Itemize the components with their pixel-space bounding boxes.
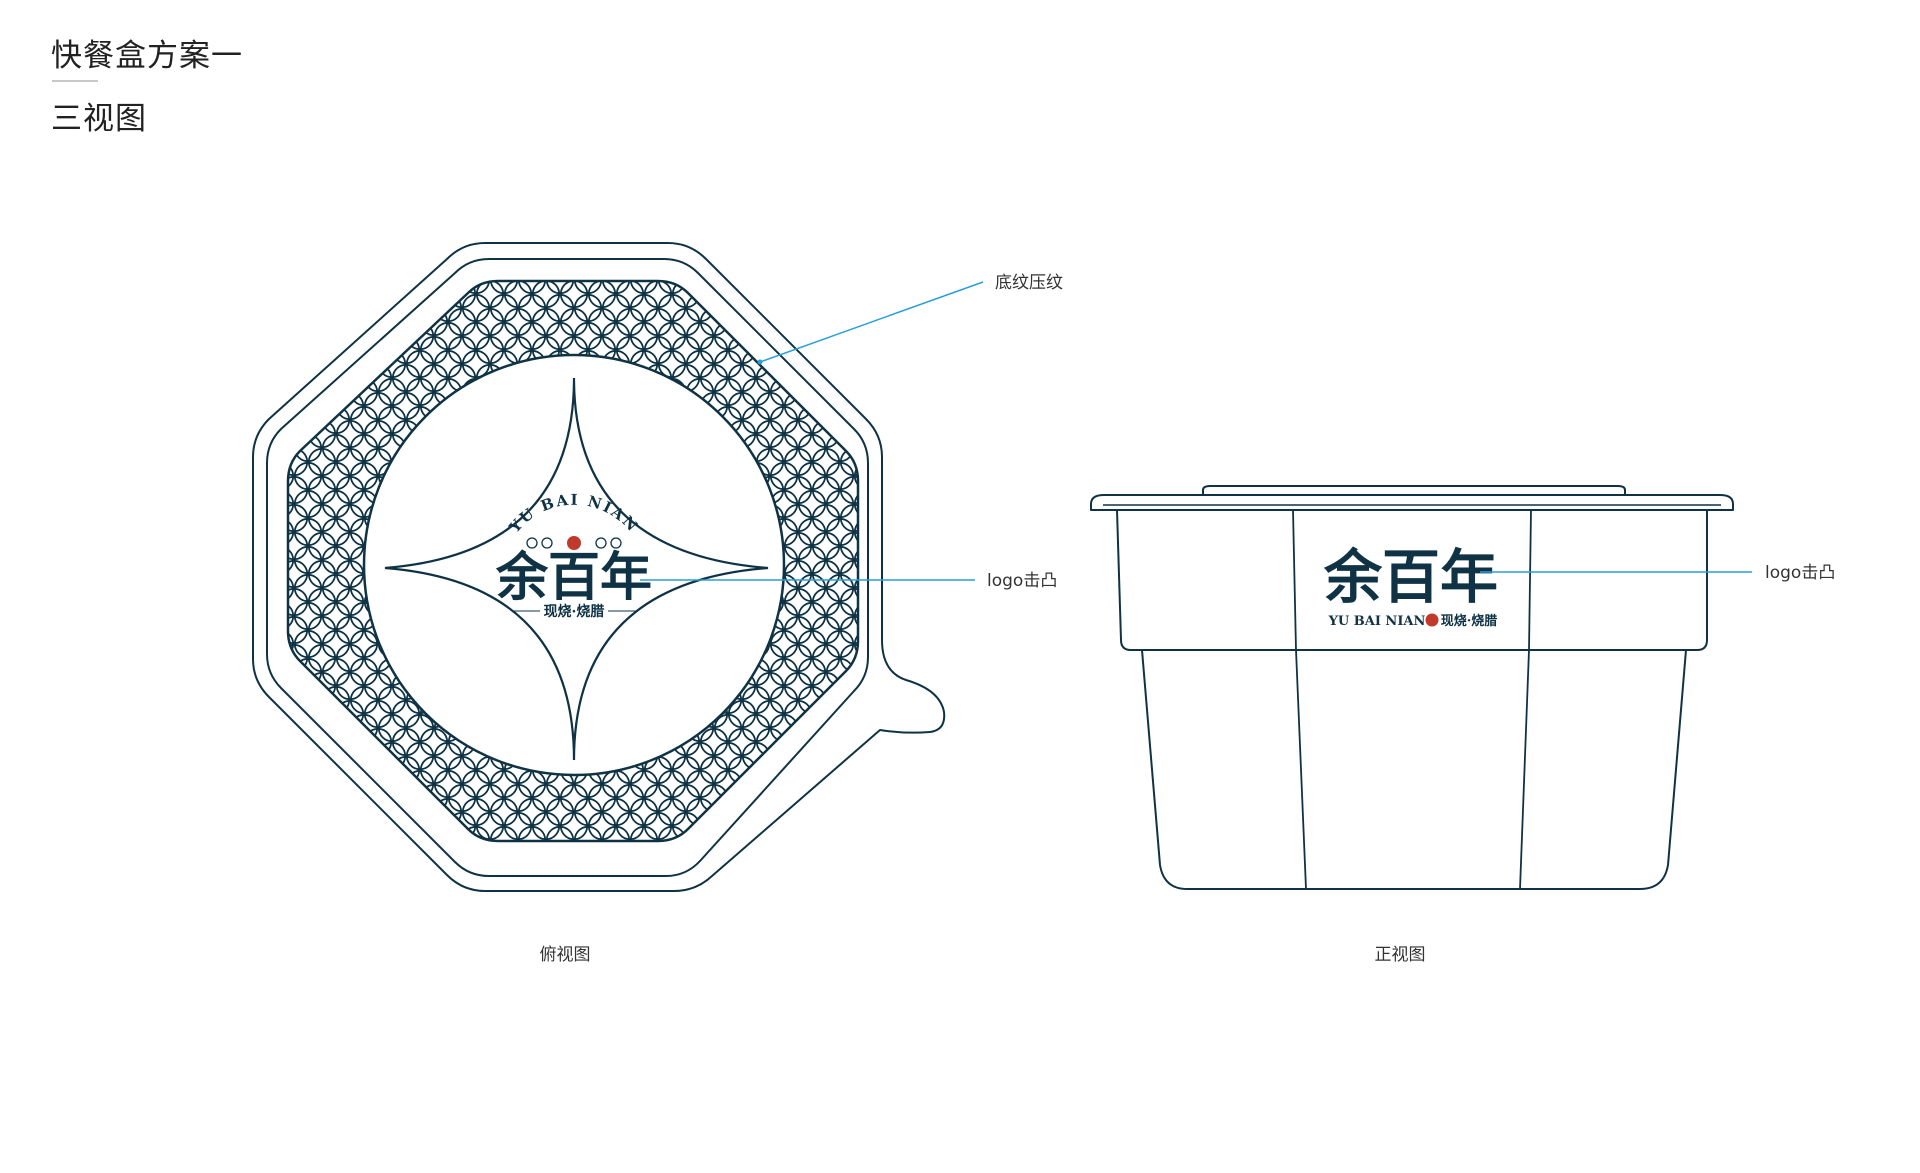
front-view-upper-band: [1116, 509, 1708, 651]
front-view: 余百年 YU BAI NIAN 现烧·烧腊 logo击凸 正视图: [1090, 485, 1835, 965]
front-logo-red-stamp: [1425, 613, 1439, 627]
top-view-caption: 俯视图: [540, 945, 591, 965]
front-view-panel-line-right: [1519, 509, 1532, 890]
callout-dot-pattern: [757, 359, 763, 365]
top-view-outer-rim: [252, 242, 946, 892]
logo-sub-text: 现烧·烧腊: [544, 603, 605, 620]
front-logo-sub-text: 现烧·烧腊: [1441, 613, 1498, 629]
callout-logo-label-front: logo击凸: [1765, 563, 1835, 583]
callout-pattern-label: 底纹压纹: [995, 273, 1063, 293]
top-view: YU BAI NIAN 余百年 现烧·烧腊 底纹压纹 logo击凸 俯视图: [252, 242, 1063, 965]
top-view-inner-rim: [266, 258, 869, 877]
logo-mini-seal-3: [595, 537, 607, 549]
logo-red-stamp: [567, 536, 581, 550]
title-divider: [52, 80, 98, 82]
front-logo-en-text: YU BAI NIAN: [1328, 614, 1426, 629]
front-view-body: [1141, 649, 1687, 890]
logo-mini-seal-1: [526, 537, 538, 549]
front-view-caption: 正视图: [1375, 945, 1426, 965]
front-view-logo: 余百年 YU BAI NIAN 现烧·烧腊: [1323, 543, 1498, 629]
four-point-star: [384, 377, 769, 761]
logo-mini-seal-4: [610, 537, 622, 549]
callout-logo-label-top: logo击凸: [987, 571, 1057, 591]
page-title: 快餐盒方案一: [51, 38, 243, 74]
front-view-lid: [1090, 494, 1734, 511]
front-view-lid-top: [1202, 485, 1626, 495]
front-logo-main-text: 余百年: [1323, 543, 1498, 611]
logo-mini-seal-2: [541, 537, 553, 549]
logo-main-text: 余百年: [495, 547, 652, 608]
front-view-panel-line-left: [1292, 509, 1307, 890]
callout-line-pattern: [759, 281, 984, 363]
page-subtitle: 三视图: [51, 101, 147, 137]
